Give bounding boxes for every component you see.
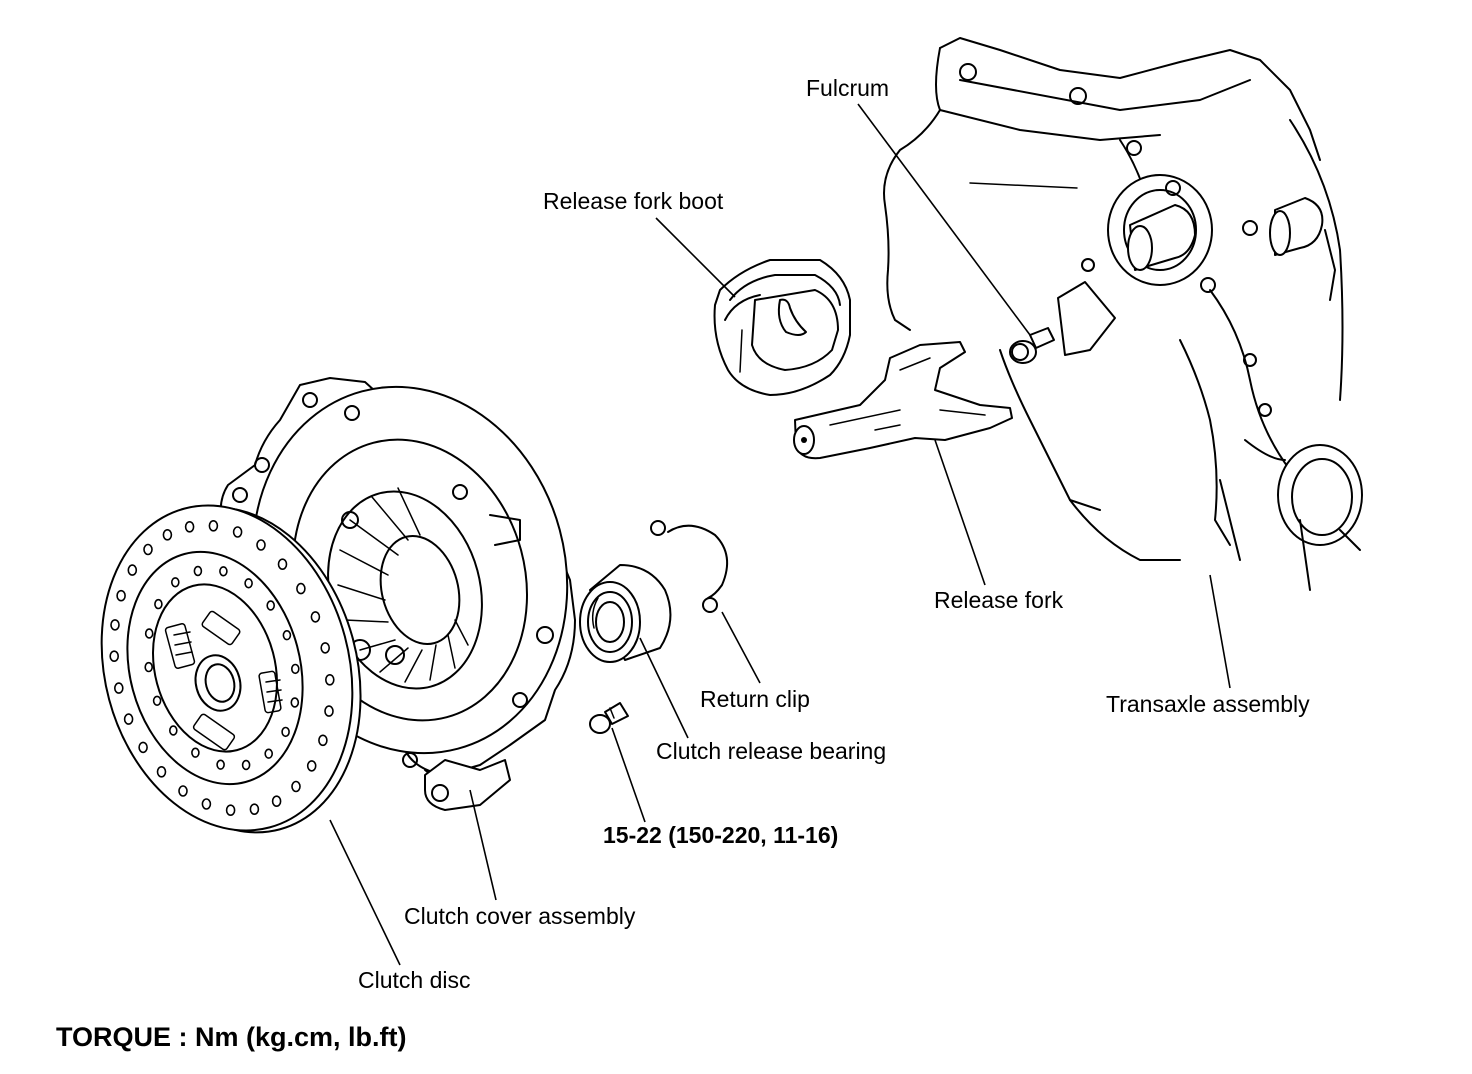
label-torque-value: 15-22 (150-220, 11-16): [603, 822, 838, 848]
release-fork-boot-drawing: [713, 259, 851, 396]
disc-rivet-hole: [264, 748, 274, 759]
disc-rivet-hole: [318, 734, 328, 747]
disc-rivet-hole: [249, 803, 260, 816]
label-clutch-release-bearing: Clutch release bearing: [656, 738, 886, 764]
disc-rivet-hole: [310, 611, 321, 623]
disc-rivet-hole: [123, 713, 134, 725]
disc-rivet-hole: [306, 760, 317, 772]
disc-rivet-hole: [110, 619, 120, 631]
disc-rivet-hole: [241, 759, 251, 771]
disc-rivet-hole: [320, 642, 331, 654]
label-release-fork-boot: Release fork boot: [543, 188, 724, 214]
label-clutch-cover-assembly: Clutch cover assembly: [404, 903, 636, 929]
disc-rivet-hole: [208, 519, 219, 532]
disc-rivet-hole: [244, 578, 253, 589]
disc-rivet-hole: [296, 582, 306, 595]
disc-rivet-hole: [271, 795, 282, 808]
disc-rivet-hole: [109, 650, 119, 663]
disc-rivet-hole: [138, 741, 148, 754]
disc-rivet-hole: [291, 780, 301, 793]
disc-rivet-hole: [127, 564, 138, 576]
cover-bolt-drawing: [589, 702, 629, 734]
disc-rivet-hole: [281, 726, 290, 738]
disc-rivet-hole: [216, 759, 225, 770]
disc-rivet-hole: [171, 577, 180, 588]
disc-rivet-hole: [277, 558, 288, 571]
disc-rivet-hole: [219, 566, 228, 577]
label-release-fork: Release fork: [934, 587, 1064, 613]
label-clutch-disc: Clutch disc: [358, 967, 470, 993]
disc-rivet-hole: [225, 804, 236, 817]
torque-units-note: TORQUE : Nm (kg.cm, lb.ft): [56, 1022, 407, 1052]
disc-rivet-hole: [144, 661, 153, 673]
disc-rivet-hole: [144, 628, 154, 639]
clutch-release-bearing-drawing: [579, 564, 672, 663]
release-fork-drawing: [793, 341, 1013, 460]
disc-rivet-hole: [154, 598, 163, 610]
disc-rivet-hole: [191, 747, 200, 758]
disc-rivet-hole: [290, 663, 300, 675]
return-clip-drawing: [650, 520, 729, 613]
disc-rivet-hole: [169, 725, 178, 736]
disc-rivet-hole: [282, 629, 292, 641]
disc-rivet-hole: [114, 682, 124, 694]
label-return-clip: Return clip: [700, 686, 810, 712]
disc-rivet-hole: [156, 765, 167, 778]
disc-rivet-hole: [324, 705, 334, 717]
disc-rivet-hole: [116, 589, 126, 602]
label-transaxle-assembly: Transaxle assembly: [1106, 691, 1310, 717]
disc-rivet-hole: [232, 526, 243, 538]
leader-lines: [329, 103, 1231, 966]
disc-rivet-hole: [193, 565, 203, 577]
disc-rivet-hole: [143, 543, 153, 556]
disc-rivet-hole: [256, 539, 266, 551]
disc-rivet-hole: [152, 695, 162, 706]
disc-rivet-hole: [290, 697, 300, 708]
disc-rivet-hole: [162, 528, 173, 541]
disc-rivet-hole: [184, 520, 195, 533]
disc-rivet-hole: [201, 798, 212, 810]
fulcrum-bolt-drawing: [1009, 327, 1055, 364]
label-fulcrum: Fulcrum: [806, 75, 889, 101]
disc-rivet-hole: [178, 785, 188, 797]
clutch-disc-drawing: [100, 504, 362, 834]
disc-rivet-hole: [266, 600, 276, 611]
disc-rivet-hole: [324, 673, 335, 686]
transaxle-assembly-drawing: [883, 37, 1363, 591]
